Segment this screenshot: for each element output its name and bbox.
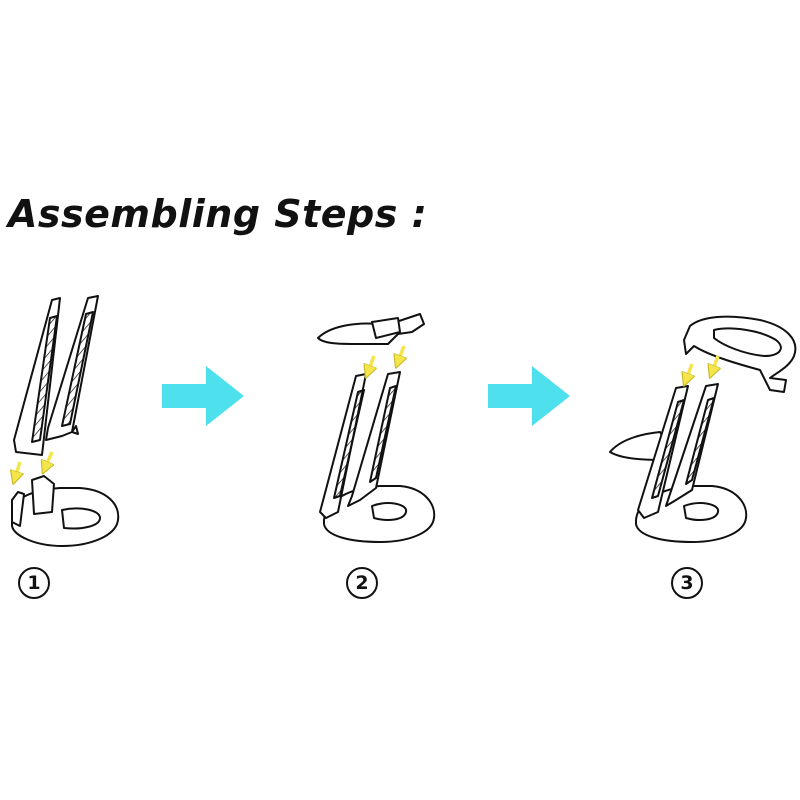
- step-arrow-1: [162, 366, 244, 426]
- step-3-ring-holder: [683, 315, 797, 393]
- step-3-hint-arrow-right: [712, 355, 718, 372]
- step-3-hint-arrow-left: [686, 363, 692, 380]
- step-2-stand: [319, 371, 436, 543]
- step-number-1: 1: [18, 567, 50, 599]
- step-2-illustration: [317, 313, 436, 543]
- step-1-base: [11, 475, 120, 547]
- step-arrow-2: [488, 366, 570, 426]
- step-1-hint-arrow-right: [45, 451, 52, 468]
- page-title: Assembling Steps :: [8, 192, 428, 236]
- step-1-left-upright: [13, 297, 61, 456]
- step-1-right-upright: [45, 295, 99, 441]
- step-1-illustration: [11, 295, 120, 547]
- step-2-hint-arrow-right: [398, 345, 404, 362]
- step-3-stand: [635, 383, 748, 543]
- step-3-illustration: [609, 315, 797, 543]
- step-2-top-clip: [317, 313, 425, 345]
- step-number-2: 2: [346, 567, 378, 599]
- step-number-3: 3: [671, 567, 703, 599]
- step-2-hint-arrow-left: [368, 355, 374, 372]
- step-1-hint-arrow-left: [15, 461, 20, 478]
